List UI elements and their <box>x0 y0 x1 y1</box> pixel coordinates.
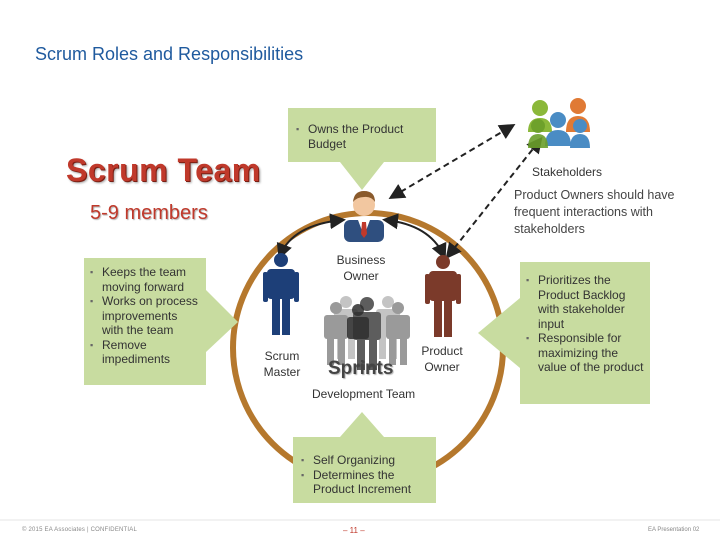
callout-bullet: Works on process improvements with the t… <box>90 294 200 338</box>
scrum-master-person-icon <box>263 253 299 335</box>
team-size-subtitle: 5-9 members <box>90 202 208 224</box>
business-owner-callout: Owns the Product Budget <box>288 108 436 162</box>
stakeholders-note: Product Owners should have frequent inte… <box>514 188 675 236</box>
footer-page-number: – 11 – <box>343 526 365 535</box>
callout-bullet: Prioritizes the Product Backlog with sta… <box>526 273 644 331</box>
callout-bullet: Remove impediments <box>90 338 200 367</box>
callout-bottom-pointer <box>340 412 384 437</box>
callout-bullet: Self Organizing <box>301 453 428 468</box>
development-team-group-icon <box>324 296 410 370</box>
development-team-callout: Self Organizing Determines the Product I… <box>293 437 436 503</box>
stakeholder-link-arrow-1 <box>388 123 516 200</box>
callout-bullet: Responsible for maximizing the value of … <box>526 331 644 375</box>
product-owner-label: Product Owner <box>421 344 463 374</box>
callout-bullet: Determines the Product Increment <box>301 468 428 497</box>
callout-bullet: Owns the Product Budget <box>296 122 428 151</box>
scrum-master-callout: Keeps the team moving forward Works on p… <box>84 258 206 385</box>
business-to-scrum-master-arrow <box>276 213 346 260</box>
footer-document-id: EA Presentation 02 <box>648 527 700 533</box>
stakeholder-link-arrow-2 <box>445 136 543 260</box>
scrum-team-title: Scrum Team <box>66 152 261 188</box>
stakeholders-people-icon <box>528 98 590 148</box>
development-team-label: Development Team <box>312 387 416 401</box>
scrum-master-label: Scrum Master <box>263 349 301 379</box>
product-owner-person-icon <box>425 255 461 337</box>
businessman-icon <box>344 191 384 242</box>
product-owner-callout: Prioritizes the Product Backlog with sta… <box>520 262 650 404</box>
callout-bullet: Keeps the team moving forward <box>90 265 200 294</box>
footer-copyright: © 2015 EA Associates | CONFIDENTIAL <box>22 527 138 533</box>
stakeholders-label: Stakeholders <box>532 165 603 179</box>
business-owner-label: Business Owner <box>336 253 386 283</box>
callout-top-pointer <box>340 162 384 190</box>
callout-left-pointer <box>206 290 238 352</box>
callout-right-pointer <box>478 298 520 368</box>
slide-title: Scrum Roles and Responsibilities <box>35 44 304 64</box>
business-to-product-owner-arrow <box>382 213 447 260</box>
sprints-label: Sprints <box>328 358 394 379</box>
